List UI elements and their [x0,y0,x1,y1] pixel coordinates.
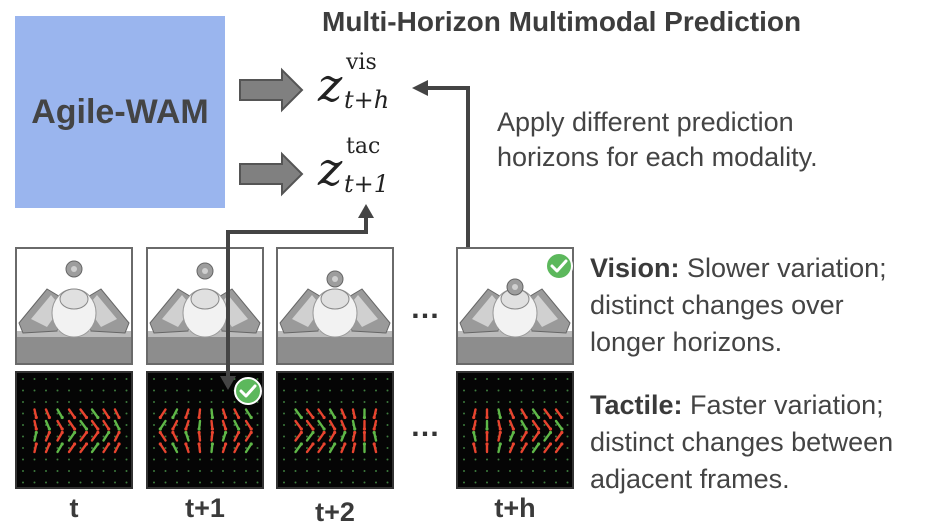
robot-gripper-image-t1 [148,262,262,363]
arrow-right-icon [239,67,304,113]
tactile-arrow-field-t2 [283,378,389,484]
frame-label-th: t+h [494,493,536,523]
latent-tactile-symbol: z [318,142,343,196]
horizon-note: Apply different prediction horizons for … [497,105,818,175]
vision-explanation-line-3: longer horizons. [590,327,783,357]
vision-explanation-line-1: Slower variation; [679,253,887,283]
tactile-arrow-field-th [463,378,569,484]
model-label: Agile-WAM [31,92,209,131]
robot-gripper-image-t2 [278,270,392,363]
tactile-explanation-line-1: Faster variation; [682,390,884,420]
tactile-link-arrow [220,204,374,390]
frame-label-t2: t+2 [315,497,355,527]
vision-explanation-label: Vision: [590,253,680,283]
tactile-arrow-field-t [22,378,128,484]
tactile-explanation: Tactile: Faster variation; distinct chan… [590,387,893,498]
frame-label-t1: t+1 [185,493,225,523]
model-box: Agile-WAM [15,16,225,208]
latent-tactile-sup: tac [346,134,381,159]
tactile-arrow-field-t1 [153,378,259,484]
diagram-title: Multi-Horizon Multimodal Prediction [322,6,802,37]
tactile-ellipsis: … [410,410,442,443]
tactile-explanation-line-2: distinct changes between [590,427,894,457]
check-icon [545,252,573,280]
vision-explanation: Vision: Slower variation; distinct chang… [590,250,887,361]
tactile-explanation-line-3: adjacent frames. [590,464,790,494]
latent-tactile: z tac t+1 [318,134,408,204]
robot-gripper-image-th [458,278,572,363]
arrow-right-icon [239,151,304,197]
latent-vision-sup: vis [346,50,377,75]
robot-gripper-image-t [17,260,131,363]
horizon-note-line-1: Apply different prediction [497,107,794,137]
horizon-note-line-2: horizons for each modality. [497,142,818,172]
latent-vision-sub: t+h [344,86,390,114]
vision-ellipsis: … [410,292,442,325]
latent-vision-symbol: z [318,58,343,112]
tactile-explanation-label: Tactile: [590,390,683,420]
latent-tactile-sub: t+1 [344,170,390,198]
latent-vision: z vis t+h [318,50,408,120]
vision-explanation-line-2: distinct changes over [590,290,844,320]
frame-label-t: t [69,493,79,523]
check-icon [234,377,262,405]
